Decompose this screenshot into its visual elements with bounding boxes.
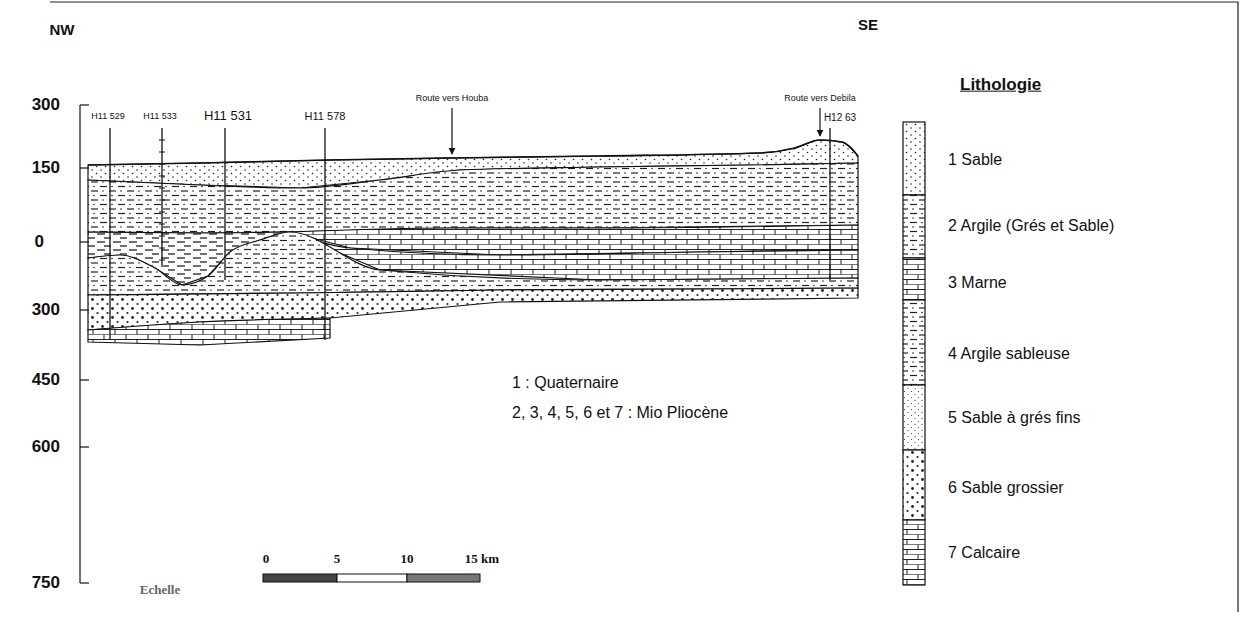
axis-tick xyxy=(80,309,89,310)
road-label: Route vers Debila xyxy=(784,94,856,104)
age-note: 1 : Quaternaire xyxy=(512,374,619,392)
depth-value: 600 xyxy=(32,438,60,457)
borehole-line xyxy=(161,128,162,265)
borehole-tick xyxy=(159,164,165,165)
legend-text: 5 Sable à grés fins xyxy=(948,409,1081,427)
legend-column xyxy=(903,122,925,585)
legend-text: 3 Marne xyxy=(948,274,1007,292)
direction-label: NW xyxy=(50,22,75,39)
depth-axis xyxy=(79,105,80,583)
borehole-tick xyxy=(159,188,165,189)
depth-value: 750 xyxy=(32,574,60,593)
axis-tick xyxy=(80,582,89,583)
borehole-tick xyxy=(159,140,165,141)
scale-value: 0 xyxy=(263,552,270,566)
axis-tick xyxy=(80,241,89,242)
borehole-tick xyxy=(159,224,165,225)
borehole-tick xyxy=(159,152,165,153)
scale-value: 10 xyxy=(401,552,414,566)
borehole-line xyxy=(224,128,225,280)
axis-tick xyxy=(80,446,89,447)
depth-value: 450 xyxy=(32,371,60,390)
depth-value: 0 xyxy=(35,233,44,252)
legend-sample xyxy=(903,520,925,585)
legend-text: 6 Sable grossier xyxy=(948,479,1064,497)
legend-heading: Lithologie xyxy=(960,76,1041,95)
scale-segment xyxy=(263,574,337,582)
borehole-tick xyxy=(159,176,165,177)
age-note: 2, 3, 4, 5, 6 et 7 : Mio Pliocène xyxy=(512,404,728,422)
road-label: Route vers Houba xyxy=(416,94,489,104)
axis-tick xyxy=(80,379,89,380)
scale-bar xyxy=(263,574,480,582)
scale-segment xyxy=(337,574,407,582)
frame-line xyxy=(50,2,1238,612)
clay-layer xyxy=(88,163,858,233)
legend-text: 1 Sable xyxy=(948,151,1002,169)
borehole-name: H11 531 xyxy=(204,109,252,123)
legend-text: 7 Calcaire xyxy=(948,544,1020,562)
scale-value: 5 xyxy=(334,552,341,566)
borehole-tick xyxy=(159,260,165,261)
borehole-line xyxy=(109,128,110,340)
borehole-line xyxy=(324,128,325,340)
depth-value: 150 xyxy=(32,159,60,178)
borehole-name: H12 63 xyxy=(824,112,856,123)
legend-sample xyxy=(903,122,925,195)
borehole-line xyxy=(829,128,830,280)
ground-surface xyxy=(88,140,858,165)
section-group xyxy=(88,140,858,345)
axis-group xyxy=(80,105,89,583)
limestone-base xyxy=(88,318,330,345)
legend-text: 2 Argile (Grés et Sable) xyxy=(948,217,1114,235)
depth-value: 300 xyxy=(32,96,60,115)
borehole-name: H11 578 xyxy=(305,110,346,122)
sandy-clay-layer xyxy=(88,232,858,295)
wells-group xyxy=(110,108,830,340)
road-arrow xyxy=(819,108,820,136)
legend-sample xyxy=(903,300,925,385)
borehole-name: H11 533 xyxy=(143,112,176,122)
depth-value: 300 xyxy=(32,301,60,320)
borehole-tick xyxy=(159,212,165,213)
road-arrow xyxy=(451,108,452,154)
legend-sample xyxy=(903,195,925,258)
legend-text: 4 Argile sableuse xyxy=(948,345,1070,363)
axis-tick xyxy=(80,104,89,105)
borehole-tick xyxy=(159,248,165,249)
legend-sample xyxy=(903,385,925,450)
legend-sample xyxy=(903,450,925,520)
axis-tick xyxy=(80,167,89,168)
borehole-tick xyxy=(159,200,165,201)
direction-label: SE xyxy=(858,17,878,34)
borehole-tick xyxy=(159,236,165,237)
scale-value: 15 km xyxy=(465,552,499,566)
scale-segment xyxy=(407,574,480,582)
legend-sample xyxy=(903,258,925,300)
scale-title: Echelle xyxy=(140,583,180,597)
borehole-name: H11 529 xyxy=(91,112,124,122)
